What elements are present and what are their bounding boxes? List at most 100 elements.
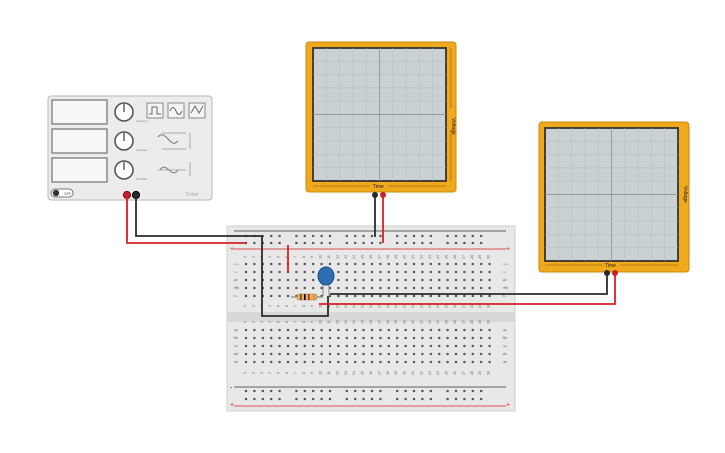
breadboard-hole[interactable] <box>278 286 281 290</box>
breadboard-hole[interactable] <box>286 328 290 332</box>
breadboard-hole[interactable] <box>387 344 390 348</box>
breadboard-hole[interactable] <box>303 360 306 364</box>
breadboard-hole[interactable] <box>446 270 449 274</box>
breadboard-hole[interactable] <box>261 389 264 393</box>
breadboard-hole[interactable] <box>412 278 416 282</box>
breadboard-hole[interactable] <box>471 352 474 356</box>
breadboard-hole[interactable] <box>328 234 332 238</box>
breadboard-hole[interactable] <box>345 360 348 364</box>
breadboard-hole[interactable] <box>387 270 390 274</box>
breadboard-hole[interactable] <box>396 328 399 332</box>
breadboard-hole[interactable] <box>312 278 315 282</box>
breadboard-hole[interactable] <box>278 352 281 356</box>
breadboard-hole[interactable] <box>429 397 432 401</box>
breadboard-hole[interactable] <box>396 360 399 364</box>
breadboard-hole[interactable] <box>362 336 365 340</box>
breadboard-hole[interactable] <box>354 286 357 290</box>
breadboard-hole[interactable] <box>421 344 424 348</box>
breadboard-hole[interactable] <box>421 234 424 238</box>
breadboard-hole[interactable] <box>446 344 449 348</box>
breadboard-hole[interactable] <box>421 270 424 274</box>
breadboard-hole[interactable] <box>270 294 273 298</box>
breadboard-hole[interactable] <box>480 262 483 266</box>
breadboard-hole[interactable] <box>270 234 273 238</box>
breadboard-hole[interactable] <box>270 344 273 348</box>
breadboard-hole[interactable] <box>354 262 357 266</box>
breadboard-hole[interactable] <box>480 352 483 356</box>
breadboard-hole[interactable] <box>412 294 416 298</box>
breadboard-hole[interactable] <box>438 270 441 274</box>
breadboard-hole[interactable] <box>278 262 281 266</box>
breadboard-hole[interactable] <box>278 278 281 282</box>
breadboard-hole[interactable] <box>379 360 382 364</box>
breadboard-hole[interactable] <box>278 234 281 238</box>
breadboard-hole[interactable] <box>244 270 248 274</box>
breadboard-hole[interactable] <box>488 278 491 282</box>
breadboard-hole[interactable] <box>429 360 432 364</box>
power-switch[interactable]: OFF <box>50 188 74 198</box>
breadboard-hole[interactable] <box>370 328 374 332</box>
breadboard-hole[interactable] <box>278 336 281 340</box>
breadboard-hole[interactable] <box>337 286 340 290</box>
breadboard-hole[interactable] <box>320 234 323 238</box>
breadboard-hole[interactable] <box>412 234 416 238</box>
breadboard-hole[interactable] <box>320 286 323 290</box>
breadboard-hole[interactable] <box>404 270 407 274</box>
breadboard-hole[interactable] <box>303 278 306 282</box>
breadboard-hole[interactable] <box>454 328 458 332</box>
breadboard-hole[interactable] <box>295 294 298 298</box>
breadboard-hole[interactable] <box>404 389 407 393</box>
breadboard-hole[interactable] <box>328 294 332 298</box>
breadboard-hole[interactable] <box>404 241 407 245</box>
breadboard-hole[interactable] <box>404 352 407 356</box>
breadboard-hole[interactable] <box>362 234 365 238</box>
breadboard-hole[interactable] <box>370 397 374 401</box>
breadboard-hole[interactable] <box>337 328 340 332</box>
breadboard-hole[interactable] <box>370 270 374 274</box>
breadboard-hole[interactable] <box>286 294 290 298</box>
breadboard-hole[interactable] <box>253 397 256 401</box>
breadboard-hole[interactable] <box>379 336 382 340</box>
breadboard-hole[interactable] <box>488 336 491 340</box>
breadboard-hole[interactable] <box>295 360 298 364</box>
breadboard-hole[interactable] <box>362 278 365 282</box>
breadboard-hole[interactable] <box>261 344 264 348</box>
breadboard-hole[interactable] <box>480 389 483 393</box>
breadboard-hole[interactable] <box>370 352 374 356</box>
breadboard-hole[interactable] <box>320 328 323 332</box>
breadboard-hole[interactable] <box>303 344 306 348</box>
breadboard-hole[interactable] <box>295 262 298 266</box>
breadboard-hole[interactable] <box>328 360 332 364</box>
breadboard-hole[interactable] <box>328 241 332 245</box>
breadboard-hole[interactable] <box>412 389 416 393</box>
breadboard-hole[interactable] <box>253 241 256 245</box>
breadboard-hole[interactable] <box>328 352 332 356</box>
breadboard-hole[interactable] <box>421 262 424 266</box>
breadboard-hole[interactable] <box>370 344 374 348</box>
breadboard-hole[interactable] <box>354 270 357 274</box>
breadboard-hole[interactable] <box>312 360 315 364</box>
breadboard-hole[interactable] <box>454 286 458 290</box>
breadboard-hole[interactable] <box>387 328 390 332</box>
breadboard-hole[interactable] <box>387 262 390 266</box>
breadboard-hole[interactable] <box>471 336 474 340</box>
breadboard-hole[interactable] <box>286 278 290 282</box>
breadboard-hole[interactable] <box>261 352 264 356</box>
breadboard-hole[interactable] <box>379 294 382 298</box>
breadboard-hole[interactable] <box>253 389 256 393</box>
breadboard-hole[interactable] <box>412 360 416 364</box>
breadboard-hole[interactable] <box>480 397 483 401</box>
breadboard-hole[interactable] <box>471 270 474 274</box>
breadboard-hole[interactable] <box>454 270 458 274</box>
breadboard-hole[interactable] <box>295 241 298 245</box>
breadboard-hole[interactable] <box>463 278 466 282</box>
breadboard-hole[interactable] <box>345 234 348 238</box>
breadboard-hole[interactable] <box>295 344 298 348</box>
breadboard-hole[interactable] <box>480 241 483 245</box>
breadboard-hole[interactable] <box>379 241 382 245</box>
breadboard-hole[interactable] <box>471 328 474 332</box>
breadboard-hole[interactable] <box>438 262 441 266</box>
breadboard-hole[interactable] <box>438 336 441 340</box>
breadboard-hole[interactable] <box>454 397 458 401</box>
breadboard-hole[interactable] <box>312 352 315 356</box>
